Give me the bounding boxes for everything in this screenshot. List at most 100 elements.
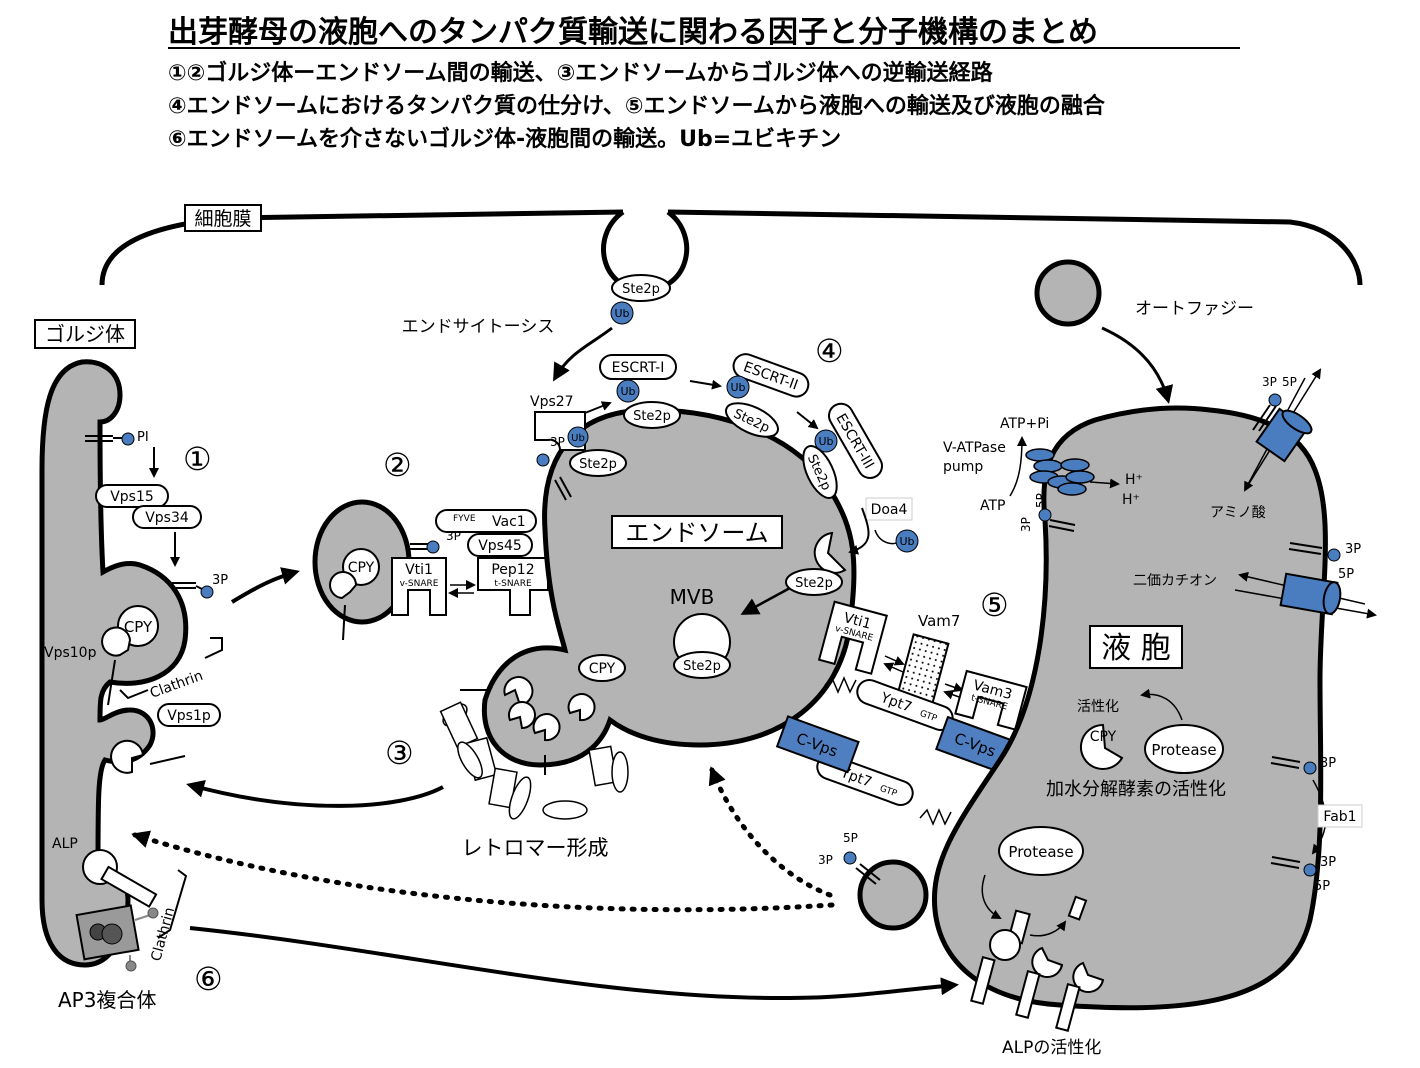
plasma-membrane-label-box <box>184 204 262 232</box>
vps1p-label: Vps1p <box>167 708 211 724</box>
arrow-to-escrt1 <box>584 401 612 414</box>
alp-fragment <box>1067 895 1088 921</box>
ste2p-pm-label: Ste2p <box>622 282 660 297</box>
endocytosis-label: エンドサイトーシス <box>402 317 555 337</box>
ste2p-vps27-label: Ste2p <box>579 457 617 472</box>
ste2p-mvb <box>673 651 731 679</box>
receptor-endo-4 <box>567 693 596 722</box>
arrow-atp <box>1009 436 1027 497</box>
ub-pm-label: Ub <box>614 307 629 320</box>
ub-escrt1-label: Ub <box>620 385 635 398</box>
clathrin-bracket-1 <box>204 637 223 659</box>
number-4: ④ <box>815 332 844 370</box>
cpy-vesicle-label: CPY <box>348 560 375 576</box>
cpy-endosome <box>578 654 626 682</box>
vac2-3p-label: 3P <box>1262 375 1277 389</box>
vps27-lipid-1 <box>554 479 567 501</box>
pi3p-vac-4: 3P <box>1270 756 1336 775</box>
alp-precursor <box>970 909 1031 1005</box>
pi-label: PI <box>137 430 149 445</box>
ub-escrt2-label: Ub <box>730 381 745 394</box>
alp-label: ALP <box>52 836 78 852</box>
atp-pi-label: ATP+Pi <box>1000 416 1049 432</box>
receptor-endo-3 <box>532 713 561 742</box>
mvb-label: MVB <box>670 585 715 609</box>
retromer-complex <box>439 701 629 820</box>
ste2p-doa4-label: Ste2p <box>795 576 833 591</box>
pep12-label: Pep12 <box>491 562 534 578</box>
pump-label: pump <box>943 459 983 475</box>
pi35p-vac-5: 3P 5P <box>1270 855 1336 894</box>
alp-golgi-stem <box>100 865 158 908</box>
vps34-box <box>132 505 202 529</box>
vesicle-3p-label: 3P <box>446 529 461 543</box>
arrow-h-plus <box>1089 478 1120 489</box>
ypt7-upper-anchor <box>824 676 857 694</box>
pi3p-lipid-vesicle: 3P <box>410 529 461 554</box>
vti1-snare: Vti1 v-SNARE <box>391 557 447 616</box>
fusion-vesicle <box>857 859 929 931</box>
vacuole-label: 液 胞 <box>1101 631 1171 666</box>
vac4-3p-label: 3P <box>1320 756 1336 771</box>
cpy-vacuole <box>1079 723 1124 770</box>
amino-acid-channel <box>1244 368 1322 492</box>
arrow-retrograde <box>186 779 444 808</box>
vti1-vsnare-label: v-SNARE <box>400 579 439 589</box>
alp-active-1 <box>1015 946 1064 1019</box>
subtitle-1: ①②ゴルジ体ーエンドソーム間の輸送、③エンドソームからゴルジ体への逆輸送経路 <box>168 60 994 86</box>
vps15-box <box>95 484 169 508</box>
pi3p-lipid-golgi: 3P <box>172 573 228 599</box>
ub-vps27 <box>567 426 589 448</box>
endosome <box>481 407 857 768</box>
protease-vacuole <box>1144 724 1224 774</box>
pi35p-vac-3: 3P 5P <box>1288 542 1361 582</box>
amino-acid-label: アミノ酸 <box>1210 505 1266 521</box>
vps1p-box <box>157 703 221 727</box>
h-plus-label-2: H⁺ <box>1122 492 1140 508</box>
vps45-box <box>467 533 533 557</box>
vps45-label: Vps45 <box>478 538 522 554</box>
doa4-enzyme <box>813 531 847 574</box>
golgi-3p-label: 3P <box>212 573 228 588</box>
autophagy-label: オートファジー <box>1135 299 1254 319</box>
golgi-label: ゴルジ体 <box>45 322 125 346</box>
clathrin-bracket-3 <box>157 869 188 939</box>
pi35p-fusion-vesicle: 5P 3P <box>818 831 881 885</box>
ub-escrt3 <box>814 429 838 453</box>
vacuole-label-box <box>1089 625 1183 669</box>
alp-activation-label: ALPの活性化 <box>1002 1038 1101 1058</box>
ste2p-escrt1-label: Ste2p <box>633 409 671 424</box>
autophagosome <box>1034 259 1102 327</box>
pi35p-vac-1: 3P 5P <box>1019 493 1076 532</box>
vps10p-stem <box>107 659 116 706</box>
fusion-5p-label: 5P <box>843 831 858 845</box>
ub-free <box>895 529 919 553</box>
vam3-snare: Vam3 t-SNARE <box>954 669 1028 731</box>
vam7-arrow-3 <box>944 682 964 693</box>
ste2p-escrt2: Ste2p <box>725 402 779 438</box>
subtitle-2: ④エンドソームにおけるタンパク質の仕分け、⑤エンドソームから液胞への輸送及び液胞… <box>168 93 1106 119</box>
endosome-label-box <box>611 515 783 549</box>
receptor-endo-1 <box>503 676 534 707</box>
receptor-bud <box>110 739 145 774</box>
ste2p-mvb-label: Ste2p <box>683 659 721 674</box>
divalent-cation-label: 二価カチオン <box>1133 573 1217 589</box>
ap3-label: AP3複合体 <box>58 988 156 1012</box>
number-5: ⑤ <box>980 586 1009 624</box>
divalent-cation-channel <box>1234 571 1377 619</box>
golgi-label-box <box>34 319 136 349</box>
vam7-label: Vam7 <box>918 612 960 630</box>
cpy-golgi-label: CPY <box>124 618 153 636</box>
clathrin-bracket-2 <box>119 689 149 700</box>
ste2p-escrt1 <box>623 401 681 429</box>
cpy-endosome-label: CPY <box>589 661 616 677</box>
cpy-receptor-vesicle <box>329 571 358 600</box>
vac5-3p-label: 3P <box>1320 855 1336 870</box>
hydrolase-activation-label: 加水分解酵素の活性化 <box>1046 779 1226 800</box>
number-6: ⑥ <box>194 960 223 998</box>
vps10p-receptor <box>101 626 132 657</box>
protease-vacuole-label: Protease <box>1151 741 1216 759</box>
plasma-membrane <box>99 209 1363 293</box>
escrt1-box <box>599 354 677 380</box>
